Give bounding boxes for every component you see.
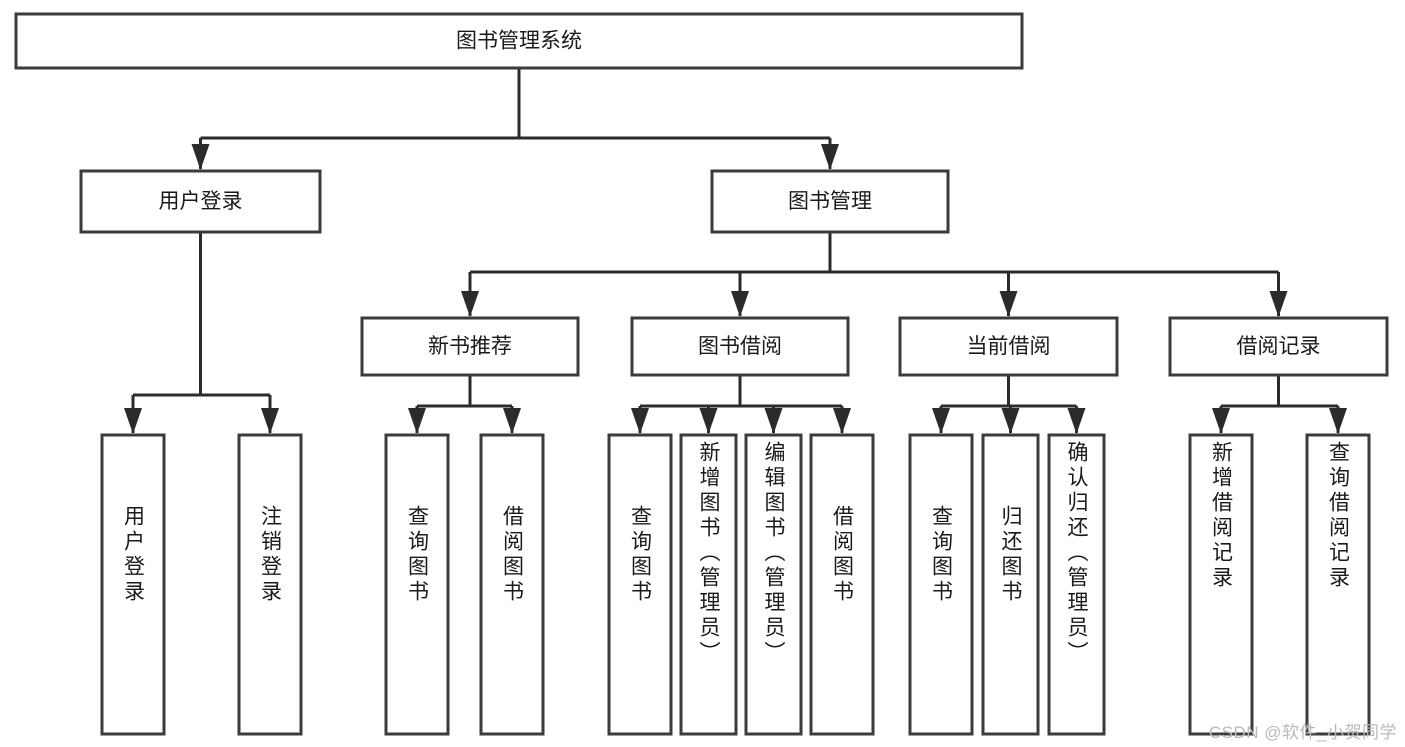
book-manage-arrow-2 [999, 291, 1018, 317]
leaf-box-leaf-confirm-return[interactable] [1047, 433, 1106, 736]
node-box-book-borrow[interactable] [630, 316, 850, 377]
connector-lines [124, 68, 1347, 434]
node-box-root[interactable] [14, 12, 1024, 70]
node-boxes [14, 12, 1389, 736]
new-book-recommend-arrow-0 [408, 408, 426, 434]
leaf-box-leaf-add-book[interactable] [679, 433, 738, 736]
node-box-new-book-recommend[interactable] [360, 316, 580, 377]
leaf-label-container-leaf-add-book: 新增图书（管理员） [681, 435, 736, 734]
book-borrow-arrow-3 [833, 408, 851, 434]
new-book-recommend-arrow-1 [503, 408, 521, 434]
book-borrow-arrow-1 [699, 408, 718, 434]
node-box-book-manage[interactable] [710, 169, 950, 234]
book-manage-arrow-0 [461, 291, 479, 317]
leaf-box-leaf-query-book-2[interactable] [607, 433, 673, 736]
leaf-label-wrap: 归还图书 [983, 435, 1038, 734]
leaf-label-container-leaf-add-record: 新增借阅记录 [1190, 435, 1252, 734]
leaf-box-leaf-borrow-book-1[interactable] [479, 433, 545, 736]
leaf-label-container-leaf-query-book-1: 查询图书 [386, 435, 448, 734]
borrow-record-arrow-0 [1212, 408, 1230, 434]
leaf-label-leaf-add-book: 新增图书（管理员） [697, 441, 720, 666]
leaf-label-container-leaf-query-book-3: 查询图书 [910, 435, 972, 734]
book-borrow-arrow-2 [764, 408, 783, 434]
node-label-new-book-recommend: 新书推荐 [428, 335, 512, 358]
watermark-text: CSDN @软件_小贺同学 [1208, 723, 1397, 742]
leaf-label-wrap: 编辑图书（管理员） [746, 435, 801, 734]
leaf-label-container-leaf-edit-book: 编辑图书（管理员） [746, 435, 801, 734]
leaf-label-container-leaf-query-record: 查询借阅记录 [1307, 435, 1369, 734]
leaf-label-container-leaf-query-book-2: 查询图书 [609, 435, 671, 734]
root-arrow-1 [821, 144, 839, 170]
leaf-box-leaf-query-record[interactable] [1305, 433, 1371, 736]
leaf-box-leaf-user-login[interactable] [100, 433, 166, 736]
leaf-label-leaf-confirm-return: 确认归还（管理员） [1065, 441, 1088, 666]
node-label-book-borrow: 图书借阅 [698, 335, 782, 358]
leaf-box-leaf-borrow-book-2[interactable] [809, 433, 875, 736]
leaf-box-leaf-query-book-1[interactable] [384, 433, 450, 736]
leaf-label-leaf-query-book-3: 查询图书 [929, 505, 953, 605]
leaf-label-wrap: 确认归还（管理员） [1049, 435, 1104, 734]
root-arrow-0 [191, 144, 210, 170]
leaf-label-wrap: 新增图书（管理员） [681, 435, 736, 734]
leaf-label-container-leaf-user-logout: 注销登录 [239, 435, 301, 734]
leaf-label-leaf-query-record: 查询借阅记录 [1326, 441, 1350, 591]
current-borrow-arrow-2 [1067, 408, 1086, 434]
leaf-box-leaf-return-book[interactable] [981, 433, 1040, 736]
leaf-label-wrap: 新增借阅记录 [1190, 435, 1252, 734]
node-label-book-manage: 图书管理 [788, 190, 872, 213]
book-borrow-arrow-0 [631, 408, 649, 434]
user-login-arrow-0 [124, 408, 142, 434]
leaf-label-leaf-borrow-book-2: 借阅图书 [830, 505, 854, 605]
leaf-label-leaf-query-book-1: 查询图书 [405, 505, 429, 605]
leaf-box-leaf-user-logout[interactable] [237, 433, 303, 736]
leaf-label-container-leaf-user-login: 用户登录 [102, 435, 164, 734]
leaf-label-wrap: 借阅图书 [481, 435, 543, 734]
leaf-label-leaf-query-book-2: 查询图书 [628, 505, 652, 605]
node-box-current-borrow[interactable] [898, 316, 1119, 377]
leaf-label-wrap: 查询借阅记录 [1307, 435, 1369, 734]
leaf-box-leaf-edit-book[interactable] [744, 433, 803, 736]
leaf-label-wrap: 查询图书 [386, 435, 448, 734]
node-label-user-login: 用户登录 [159, 190, 243, 213]
node-box-user-login[interactable] [79, 169, 322, 234]
leaf-label-leaf-edit-book: 编辑图书（管理员） [762, 441, 785, 666]
node-label-borrow-record: 借阅记录 [1237, 335, 1321, 358]
leaf-label-wrap: 用户登录 [102, 435, 164, 734]
node-label-root: 图书管理系统 [456, 30, 582, 53]
leaf-label-container-leaf-return-book: 归还图书 [983, 435, 1038, 734]
user-login-arrow-1 [261, 408, 279, 434]
leaf-label-leaf-user-login: 用户登录 [121, 505, 145, 605]
leaf-label-leaf-return-book: 归还图书 [999, 505, 1022, 605]
leaf-label-wrap: 借阅图书 [811, 435, 873, 734]
leaf-label-container-leaf-confirm-return: 确认归还（管理员） [1049, 435, 1104, 734]
leaf-label-wrap: 注销登录 [239, 435, 301, 734]
current-borrow-arrow-1 [1001, 408, 1020, 434]
borrow-record-arrow-1 [1329, 408, 1347, 434]
leaf-label-wrap: 查询图书 [910, 435, 972, 734]
current-borrow-arrow-0 [932, 408, 950, 434]
leaf-box-leaf-add-record[interactable] [1188, 433, 1254, 736]
leaf-label-wrap: 查询图书 [609, 435, 671, 734]
node-label-current-borrow: 当前借阅 [967, 335, 1051, 358]
leaf-label-container-leaf-borrow-book-2: 借阅图书 [811, 435, 873, 734]
node-box-borrow-record[interactable] [1168, 316, 1389, 377]
leaf-label-leaf-add-record: 新增借阅记录 [1209, 441, 1233, 591]
book-manage-arrow-1 [731, 291, 749, 317]
leaf-label-container-leaf-borrow-book-1: 借阅图书 [481, 435, 543, 734]
book-manage-arrow-3 [1269, 291, 1288, 317]
leaf-box-leaf-query-book-3[interactable] [908, 433, 974, 736]
leaf-label-leaf-user-logout: 注销登录 [258, 505, 282, 605]
leaf-label-leaf-borrow-book-1: 借阅图书 [500, 505, 524, 605]
